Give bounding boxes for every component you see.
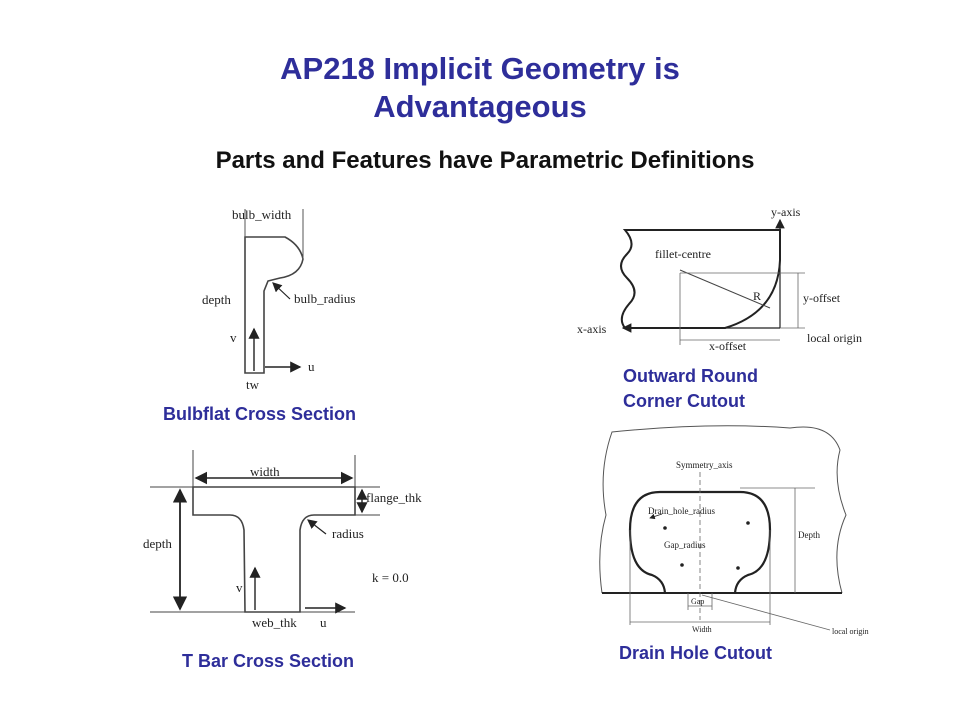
drain-radius-leader (649, 513, 663, 520)
outward-label-local-origin: local origin (807, 331, 862, 345)
outward-caption-line1: Outward Round (623, 366, 758, 386)
drain-caption: Drain Hole Cutout (619, 643, 772, 663)
outward-caption-line2: Corner Cutout (623, 391, 745, 411)
drain-gap-centre-left (680, 563, 684, 567)
outward-label-x-axis: x-axis (577, 322, 607, 336)
drain-centre-right (746, 521, 750, 525)
bulbflat-label-tw: tw (246, 377, 260, 392)
bulbflat-label-bulb-radius: bulb_radius (294, 291, 355, 306)
drain-gap-centre-right (736, 566, 740, 570)
tbar-label-web-thk: web_thk (252, 615, 297, 630)
drain-hole-diagram: Symmetry_axis Drain_hole_radius Gap_radi… (599, 425, 869, 636)
tbar-label-flange-thk: flange_thk (366, 490, 422, 505)
drain-label-depth: Depth (798, 530, 820, 540)
tbar-label-u: u (320, 615, 327, 630)
drain-label-width: Width (692, 625, 712, 634)
tbar-label-width: width (250, 464, 280, 479)
outward-caption: Outward Round Corner Cutout (623, 364, 758, 414)
outward-label-y-offset: y-offset (803, 291, 841, 305)
tbar-radius-arrow (307, 519, 327, 535)
bulbflat-caption: Bulbflat Cross Section (163, 404, 357, 424)
slide-subtitle: Parts and Features have Parametric Defin… (215, 147, 755, 174)
bulbflat-diagram: bulb_width depth bulb_radius v u tw (202, 207, 355, 392)
slide-title-line2: Advantageous (373, 89, 587, 124)
drain-label-gap-radius: Gap_radius (664, 540, 706, 550)
outward-label-fillet-centre: fillet-centre (655, 247, 711, 261)
slide-title-line1: AP218 Implicit Geometry is (280, 51, 680, 86)
bulbflat-label-depth: depth (202, 292, 231, 307)
bulbflat-radius-arrow (272, 282, 291, 300)
bulbflat-label-v: v (230, 330, 237, 345)
drain-label-gap: Gap (691, 597, 704, 606)
outward-label-y-axis: y-axis (771, 205, 801, 219)
outward-label-x-offset: x-offset (709, 339, 747, 353)
tbar-outline (192, 486, 356, 613)
drain-label-local-origin: local origin (832, 627, 869, 636)
tbar-diagram: width flange_thk depth radius k = 0.0 v … (143, 450, 422, 630)
tbar-label-depth: depth (143, 536, 172, 551)
bulbflat-label-bulb-width: bulb_width (232, 207, 292, 222)
tbar-label-v: v (236, 580, 243, 595)
tbar-label-k: k = 0.0 (372, 570, 409, 585)
tbar-label-radius: radius (332, 526, 364, 541)
outward-plate-outline (620, 229, 781, 329)
drain-local-origin-leader (701, 594, 831, 631)
drain-plate-outline (599, 425, 847, 594)
tbar-caption: T Bar Cross Section (182, 651, 355, 671)
drain-label-symmetry-axis: Symmetry_axis (676, 460, 733, 470)
outward-radius-line (679, 269, 771, 309)
bulbflat-outline (244, 236, 304, 374)
drain-label-drain-hole-radius: Drain_hole_radius (648, 506, 715, 516)
slide-title: AP218 Implicit Geometry is Advantageous (0, 50, 960, 126)
bulbflat-label-u: u (308, 359, 315, 374)
drain-centre-left (663, 526, 667, 530)
outward-round-diagram: y-axis fillet-centre R y-offset x-axis l… (577, 205, 862, 353)
outward-label-R: R (753, 289, 761, 303)
